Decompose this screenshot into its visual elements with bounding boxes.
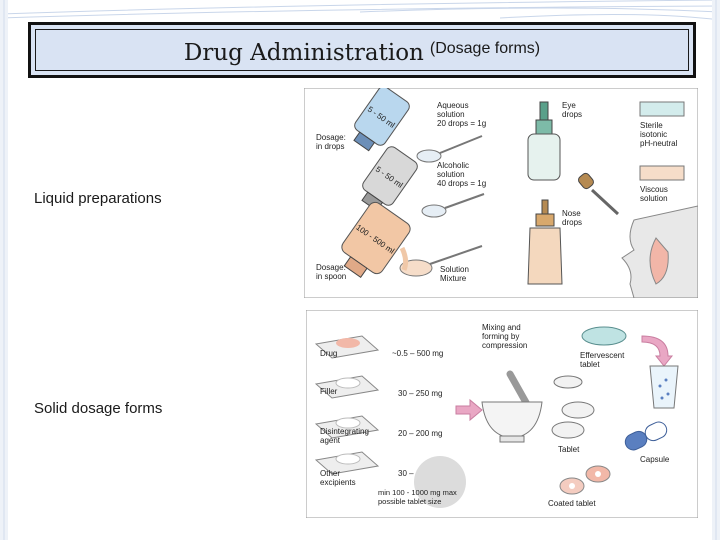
spoon-icons — [399, 135, 485, 277]
other-excipients-label: Other excipients — [320, 469, 356, 487]
capsule-icon — [624, 421, 668, 451]
dissolve-arrow-icon — [641, 335, 674, 367]
sterile-swatch — [639, 101, 685, 117]
tablet-icons — [551, 375, 595, 439]
disintegrating-agent-label: Disintegrating agent — [320, 427, 371, 445]
effervescent-label: Effervescent tablet — [580, 351, 627, 369]
eye-drops-bottle-icon — [527, 101, 561, 181]
nasal-cavity-icon — [649, 237, 669, 285]
page-subtitle: (Dosage forms) — [429, 40, 541, 57]
filler-label: Filler — [320, 387, 338, 396]
viscous-swatch — [639, 165, 685, 181]
glass-icon — [649, 365, 679, 409]
filler-range: 30 – 250 mg — [398, 389, 442, 398]
page-title: Drug Administration — [183, 40, 424, 66]
eye-drops-label: Eye drops — [562, 101, 582, 119]
mixing-label: Mixing and forming by compression — [482, 323, 527, 350]
mortar-pestle-icon — [481, 370, 543, 443]
title-bar: Drug Administration (Dosage forms) — [28, 22, 696, 78]
alcoholic-solution-label: Alcoholic solution 40 drops = 1g — [437, 161, 486, 188]
tablet-label: Tablet — [558, 445, 580, 454]
tablet-size-label: min 100 - 1000 mg max possible tablet si… — [378, 488, 459, 506]
drug-label: Drug — [320, 349, 337, 358]
aqueous-solution-label: Aqueous solution 20 drops = 1g — [437, 101, 486, 128]
powder-tray-icons — [314, 335, 380, 475]
solid-dosage-diagram: Drug Filler Disintegrating agent Other e… — [306, 310, 698, 518]
viscous-label: Viscous solution — [640, 185, 670, 203]
drug-range: ~0.5 – 500 mg — [392, 349, 443, 358]
coated-tablet-icons — [559, 465, 611, 495]
liquid-preparations-diagram: 5 - 50 ml 5 - 50 ml 100 - 500 ml Dosage:… — [304, 88, 698, 298]
solid-dosage-forms-label: Solid dosage forms — [34, 400, 163, 417]
capsule-label: Capsule — [640, 455, 670, 464]
mixing-arrow-icon — [455, 398, 483, 422]
solution-mixture-label: Solution Mixture — [440, 265, 471, 283]
dosage-spoon-label: Dosage: in spoon — [316, 263, 348, 281]
title-inner-frame: Drug Administration (Dosage forms) — [35, 29, 689, 71]
dosage-drops-label: Dosage: in drops — [316, 133, 348, 151]
tablet-size-circle — [414, 456, 466, 508]
liquid-preparations-label: Liquid preparations — [34, 190, 162, 207]
nose-drops-bottle-icon — [527, 199, 563, 285]
sterile-label: Sterile isotonic pH-neutral — [640, 121, 678, 148]
disintegrating-range: 20 – 200 mg — [398, 429, 442, 438]
mixture-bottle-icon: 100 - 500 ml — [341, 201, 411, 279]
dropper-icon — [578, 172, 620, 216]
alcoholic-bottle-icon: 5 - 50 ml — [361, 146, 418, 212]
corner-decoration-lines — [0, 0, 720, 21]
coated-tablet-label: Coated tablet — [548, 499, 596, 508]
aqueous-bottle-icon: 5 - 50 ml — [353, 88, 410, 152]
nose-drops-label: Nose drops — [562, 209, 583, 227]
effervescent-tablet-icon — [581, 326, 627, 346]
